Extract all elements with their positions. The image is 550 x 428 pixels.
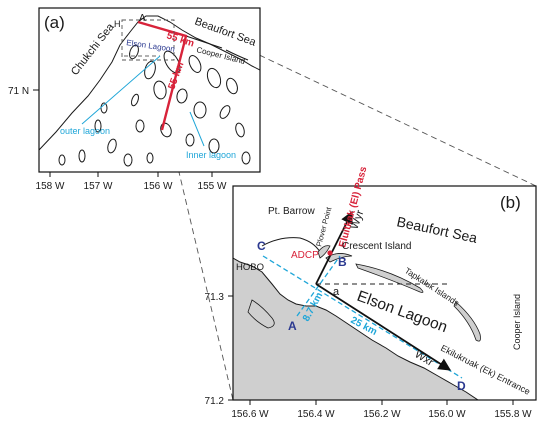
panel-a-inner-lagoon: Inner lagoon [186, 150, 236, 160]
panel-a-lat-label: 71 N [8, 86, 29, 97]
panel-b-y-tick-1: 71.2 [205, 396, 225, 407]
panel-a-x-tick-3: 155 W [198, 181, 227, 192]
panel-b-x-tick-4: 155.8 W [494, 409, 532, 420]
panel-b-point-d: D [457, 379, 466, 393]
panel-b-y-ticks: 71.3 71.2 [205, 292, 233, 407]
panel-b-x-tick-2: 156.2 W [363, 409, 401, 420]
panel-a-marker-h: H [114, 19, 121, 29]
panel-b-axis-wxr [315, 283, 452, 371]
panel-b-label: (b) [500, 193, 521, 212]
panel-b-plover-spit [317, 245, 331, 259]
panel-a-x-tick-0: 158 W [36, 181, 65, 192]
panel-b-a-label: a [333, 286, 340, 298]
panel-b-frame [232, 185, 537, 401]
panel-b-tapkaluk-islands [355, 263, 424, 293]
panel-b-y-tick-0: 71.3 [205, 292, 225, 303]
panel-b: (b) Beaufort Sea Pt. Barrow Plover Point… [205, 165, 537, 420]
panel-a-outer-lagoon-leader [81, 55, 161, 125]
panel-b-point-b: B [338, 255, 347, 269]
panel-b-pt-barrow: Pt. Barrow [268, 206, 315, 217]
panel-b-transect-25km [262, 255, 463, 379]
panel-b-x-tick-3: 156.0 W [428, 409, 466, 420]
panel-b-hobo: HOBO [236, 262, 264, 273]
panel-b-barrow-spit [261, 237, 321, 253]
panel-a-outer-lagoon: outer lagoon [60, 126, 110, 136]
panel-a-land [39, 15, 260, 172]
panel-a-inner-lagoon-leader [189, 111, 205, 147]
panel-b-cooper-island: Cooper Island [512, 294, 522, 350]
panel-a-marker-a: A [139, 13, 146, 24]
panel-b-adcp: ADCP [291, 250, 319, 261]
panel-a-label: (a) [44, 13, 65, 32]
panel-b-crescent-island: Crescent Island [342, 241, 411, 252]
panel-b-point-c: C [257, 239, 266, 253]
panel-a-barrier-islands [185, 35, 249, 61]
panel-a-x-ticks: 158 W 157 W 156 W 155 W [36, 172, 227, 192]
panel-b-x-tick-1: 156.4 W [297, 409, 335, 420]
panel-b-point-a: A [288, 319, 297, 333]
panel-a-x-tick-1: 157 W [84, 181, 113, 192]
panel-b-crescent-island [325, 253, 353, 263]
panel-b-peninsula [247, 299, 275, 329]
panel-b-cooper-island [453, 301, 481, 342]
panel-b-x-ticks: 156.6 W 156.4 W 156.2 W 156.0 W 155.8 W [231, 400, 532, 420]
panel-b-adcp-marker [327, 250, 333, 256]
panel-a-zoom-box [121, 19, 175, 61]
panel-b-x-tick-0: 156.6 W [231, 409, 269, 420]
panel-a-x-tick-2: 156 W [144, 181, 173, 192]
panel-a: (a) Chukchi Sea Beaufort Sea Elson Lagoo… [8, 7, 261, 192]
panel-b-mainland [233, 257, 479, 400]
panel-b-axis-wyr [315, 210, 353, 285]
panel-a-red-transect [137, 20, 188, 131]
